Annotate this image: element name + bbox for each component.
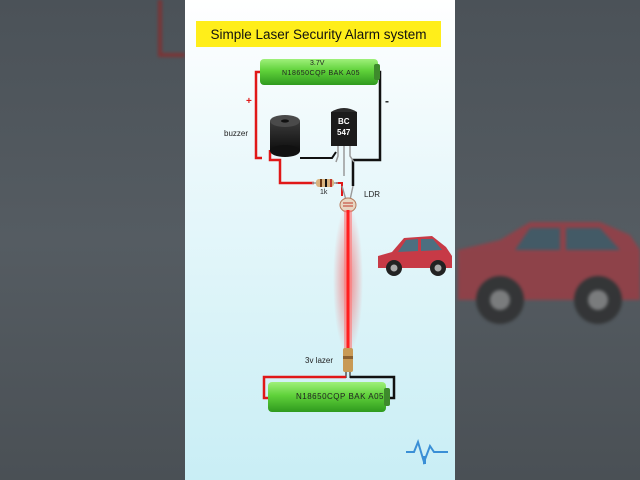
title-text: Simple Laser Security Alarm system bbox=[210, 26, 427, 42]
transistor-icon bbox=[331, 108, 357, 146]
buzzer-label: buzzer bbox=[224, 129, 249, 138]
transistor-label-line2: 547 bbox=[337, 128, 351, 137]
red-wire-buzzer bbox=[268, 150, 314, 185]
bottom-black-wire bbox=[350, 375, 396, 400]
title-banner: Simple Laser Security Alarm system bbox=[196, 21, 441, 47]
minus-label: - bbox=[385, 94, 389, 108]
wire-buzzer-collector bbox=[300, 151, 337, 159]
resistor-label: 1k bbox=[320, 189, 328, 196]
channel-logo-icon bbox=[406, 438, 448, 466]
transistor-legs bbox=[335, 146, 355, 176]
buzzer-icon bbox=[270, 115, 300, 157]
battery-top bbox=[260, 59, 380, 85]
car-icon bbox=[378, 236, 452, 276]
wire-resistor-ldr bbox=[336, 182, 343, 196]
plus-label: + bbox=[246, 96, 252, 107]
battery-voltage-label: 3.7V bbox=[310, 60, 325, 67]
laser-beam bbox=[333, 206, 363, 354]
laser-module-icon bbox=[343, 348, 353, 378]
battery-top-model-label: N18650CQP BAK A05 bbox=[282, 70, 361, 77]
ldr-label: LDR bbox=[364, 190, 381, 199]
battery-bottom-model-label: N18650CQP BAK A05 bbox=[296, 392, 384, 401]
battery-bottom bbox=[268, 382, 390, 412]
resistor-icon bbox=[312, 179, 338, 187]
black-wire-minus bbox=[351, 70, 382, 186]
blurred-background-left bbox=[0, 0, 185, 480]
transistor-label-line1: BC bbox=[338, 117, 350, 126]
red-wire-plus bbox=[254, 70, 262, 160]
laser-label: 3v lazer bbox=[305, 356, 334, 365]
